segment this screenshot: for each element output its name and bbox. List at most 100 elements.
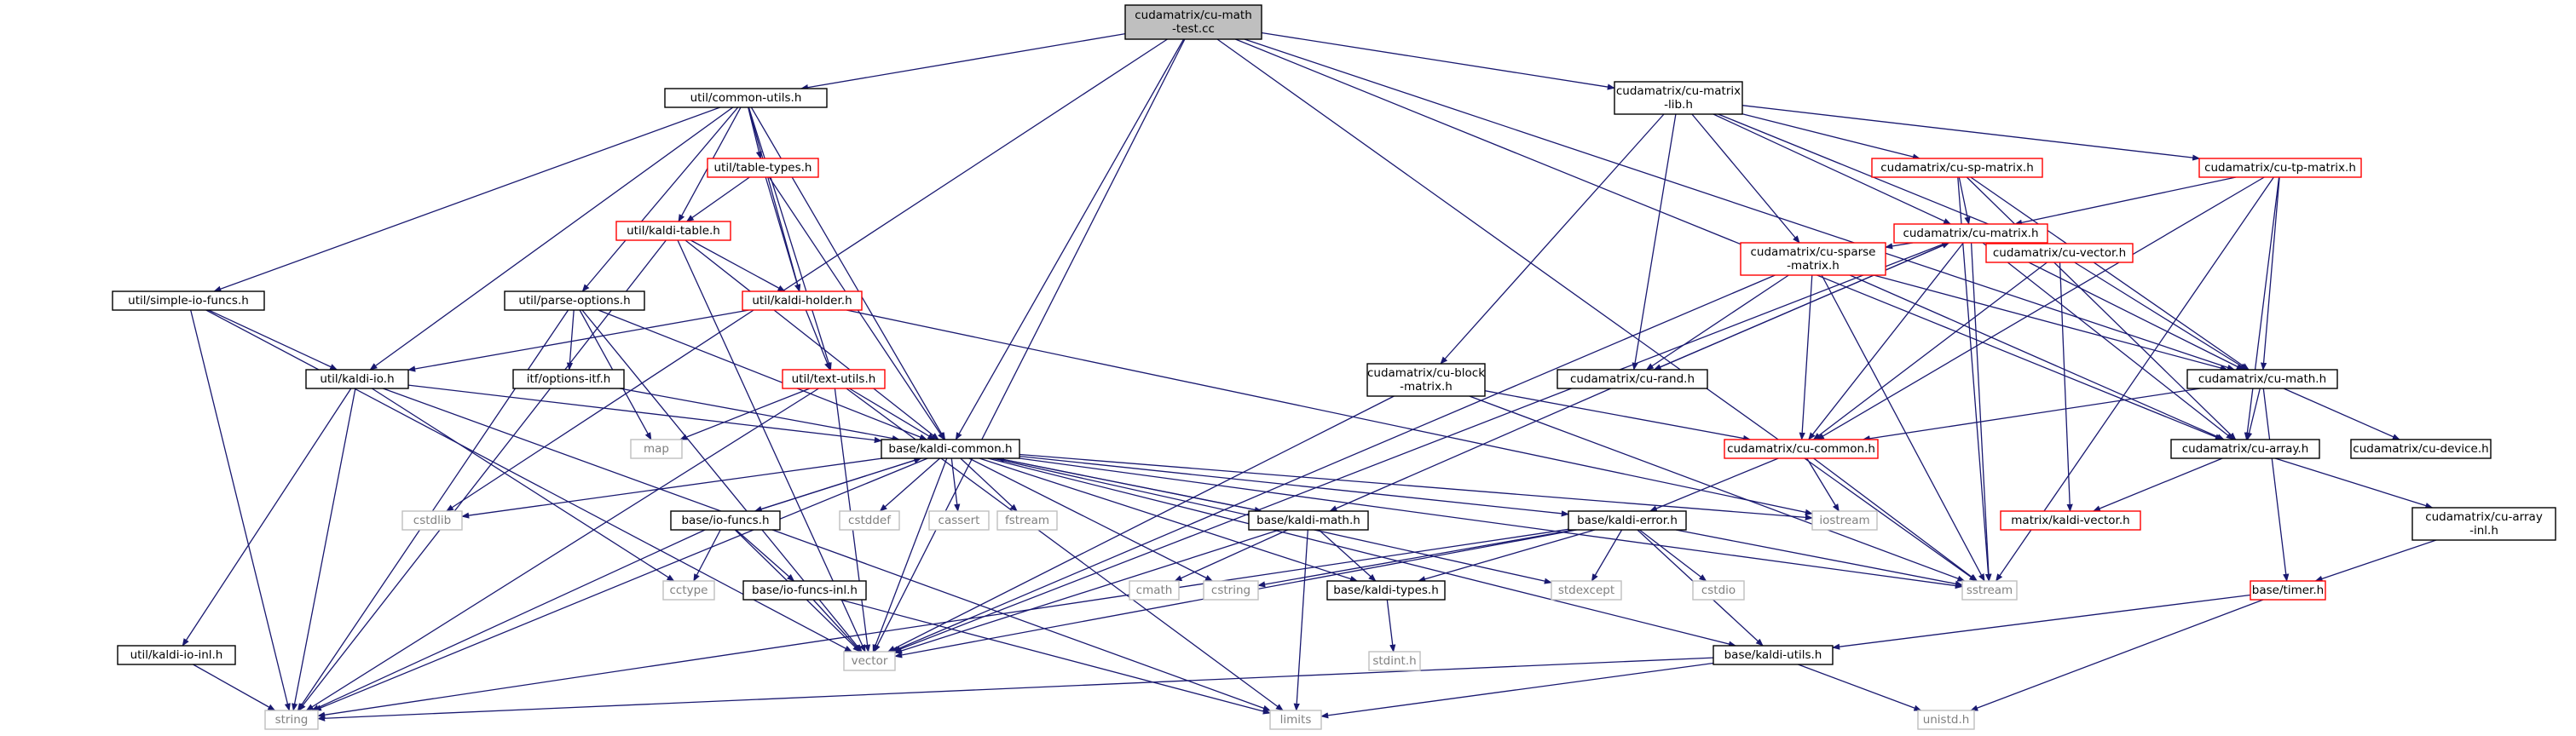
edge-cu_sparse-to-cu_rand [1645, 274, 1789, 371]
edge-cu_vector-to-cu_common [1812, 262, 2048, 440]
node-cu-rand[interactable]: cudamatrix/cu-rand.h [1557, 369, 1708, 389]
edge-cu_vector-to-cu_math [2074, 262, 2249, 371]
node-stdexcept[interactable]: stdexcept [1551, 580, 1622, 601]
edge-cu_array-to-cu_array_inl [2274, 457, 2434, 509]
node-label: util/table-types.h [713, 161, 811, 175]
node-cassert[interactable]: cassert [928, 510, 990, 531]
edge-kaldi_error-to-string [317, 528, 1569, 718]
node-box [504, 290, 645, 311]
node-label: util/parse-options.h [518, 294, 630, 308]
edge-root-to-cstdlib [446, 38, 1168, 512]
node-parse-options[interactable]: util/parse-options.h [504, 290, 645, 311]
node-cu-math[interactable]: cudamatrix/cu-math.h [2186, 369, 2338, 389]
node-box [1269, 710, 1322, 730]
node-kaldi-io[interactable]: util/kaldi-io.h [305, 369, 409, 389]
node-cu-matrix[interactable]: cudamatrix/cu-matrix.h [1893, 223, 2048, 244]
node-limits[interactable]: limits [1269, 710, 1322, 730]
node-cu-tp-matrix[interactable]: cudamatrix/cu-tp-matrix.h [2198, 158, 2362, 178]
node-kaldi-math[interactable]: base/kaldi-math.h [1248, 510, 1369, 531]
node-iostream[interactable]: iostream [1811, 510, 1878, 531]
node-box [1248, 510, 1369, 531]
edge-kaldi_io_inl-to-string [193, 664, 276, 711]
node-string[interactable]: string [264, 710, 319, 730]
edge-cu_matrix-to-cu_common [1808, 242, 1964, 440]
node-label: util/kaldi-table.h [627, 224, 720, 238]
node-root[interactable]: cudamatrix/cu-math-test.cc [1124, 4, 1262, 40]
edge-root-to-cu_math [1244, 38, 2235, 371]
node-box [401, 510, 463, 531]
node-label: cudamatrix/cu-sp-matrix.h [1880, 161, 2034, 175]
edge-io_funcs-to-kaldi_common [754, 457, 922, 512]
edge-common_utils-to-parse_options [581, 106, 739, 292]
edge-root-to-cu_matrix_lib [1261, 32, 1615, 90]
edge-kaldi_common-to-kaldi_types [979, 457, 1358, 582]
node-timer[interactable]: base/timer.h [2250, 580, 2326, 601]
node-kaldi-types[interactable]: base/kaldi-types.h [1326, 580, 1446, 601]
node-cu-array[interactable]: cudamatrix/cu-array.h [2170, 439, 2320, 459]
node-cmath[interactable]: cmath [1129, 580, 1180, 601]
node-kaldi-error[interactable]: base/kaldi-error.h [1568, 510, 1687, 531]
node-box [881, 439, 1020, 459]
node-label: util/kaldi-io.h [320, 372, 394, 386]
node-cu-block[interactable]: cudamatrix/cu-block-matrix.h [1366, 363, 1486, 397]
node-map[interactable]: map [630, 439, 683, 459]
node-sstream[interactable]: sstream [1961, 580, 2018, 601]
node-label: base/kaldi-types.h [1333, 584, 1439, 597]
edge-kaldi_math-to-kaldi_common [996, 457, 1262, 512]
edge-cu_sp_matrix-to-cu_math [1970, 176, 2250, 371]
node-cu-matrix-lib[interactable]: cudamatrix/cu-matrix-lib.h [1614, 81, 1743, 115]
node-kaldi-utils[interactable]: base/kaldi-utils.h [1713, 645, 1834, 665]
node-cstddef[interactable]: cstddef [839, 510, 900, 531]
edge-cu_matrix_lib-to-cu_matrix [1713, 113, 1952, 225]
node-cctype[interactable]: cctype [662, 580, 715, 601]
edge-cu_array-to-kaldi_vector [2092, 457, 2223, 512]
node-kaldi-io-inl[interactable]: util/kaldi-io-inl.h [117, 645, 236, 665]
edge-cu_sparse-to-vector [890, 274, 1776, 653]
edge-table_types-to-kaldi_holder [765, 176, 800, 292]
node-kaldi-holder[interactable]: util/kaldi-holder.h [742, 290, 863, 311]
node-label: util/kaldi-holder.h [752, 294, 852, 308]
node-label: cudamatrix/cu-matrix [1616, 84, 1741, 98]
node-vector[interactable]: vector [843, 651, 896, 671]
edge-kaldi_common-to-sstream [1019, 457, 1963, 589]
node-box [1568, 510, 1687, 531]
node-common-utils[interactable]: util/common-utils.h [664, 88, 828, 108]
edge-kaldi_types-to-stdint [1386, 599, 1396, 653]
node-kaldi-table[interactable]: util/kaldi-table.h [615, 221, 731, 241]
node-cstring[interactable]: cstring [1203, 580, 1259, 601]
node-kaldi-common[interactable]: base/kaldi-common.h [881, 439, 1020, 459]
edge-kaldi_io-to-kaldi_io_inl [182, 388, 352, 647]
node-kaldi-vector[interactable]: matrix/kaldi-vector.h [2000, 510, 2141, 531]
node-cu-vector[interactable]: cudamatrix/cu-vector.h [1985, 243, 2134, 263]
node-fstream[interactable]: fstream [996, 510, 1058, 531]
node-cstdlib[interactable]: cstdlib [401, 510, 463, 531]
node-cu-sp-matrix[interactable]: cudamatrix/cu-sp-matrix.h [1871, 158, 2043, 178]
node-label: fstream [1005, 514, 1049, 527]
edge-kaldi_io-to-kaldi_common [407, 384, 882, 444]
node-cstdio[interactable]: cstdio [1692, 580, 1745, 601]
edge-cu_sparse-to-cu_math [1873, 274, 2228, 371]
node-label: base/timer.h [2252, 584, 2324, 597]
node-cu-common[interactable]: cudamatrix/cu-common.h [1724, 439, 1879, 459]
edge-cu_math-to-timer [2262, 388, 2290, 582]
node-cu-array-inl[interactable]: cudamatrix/cu-array-inl.h [2411, 507, 2556, 541]
node-unistd[interactable]: unistd.h [1917, 710, 1975, 730]
edge-simple_io-to-vector [205, 309, 853, 653]
edge-cu_tp_matrix-to-cu_array [2244, 176, 2280, 440]
node-stdint[interactable]: stdint.h [1368, 651, 1421, 671]
node-simple-io[interactable]: util/simple-io-funcs.h [112, 290, 265, 311]
node-label: -lib.h [1664, 98, 1693, 112]
node-label: cudamatrix/cu-vector.h [1993, 246, 2126, 260]
node-cu-device[interactable]: cudamatrix/cu-device.h [2350, 439, 2492, 459]
edge-kaldi_common-to-cstddef [879, 457, 941, 512]
node-io-funcs-inl[interactable]: base/io-funcs-inl.h [742, 580, 867, 601]
node-options-itf[interactable]: itf/options-itf.h [512, 369, 625, 389]
node-io-funcs[interactable]: base/io-funcs.h [670, 510, 781, 531]
node-text-utils[interactable]: util/text-utils.h [782, 369, 886, 389]
edge-kaldi_io-to-limits [383, 388, 1271, 711]
node-box [1614, 81, 1743, 115]
edge-text_utils-to-string [305, 388, 819, 711]
node-table-types[interactable]: util/table-types.h [707, 158, 819, 178]
node-cu-sparse[interactable]: cudamatrix/cu-sparse-matrix.h [1740, 242, 1886, 276]
